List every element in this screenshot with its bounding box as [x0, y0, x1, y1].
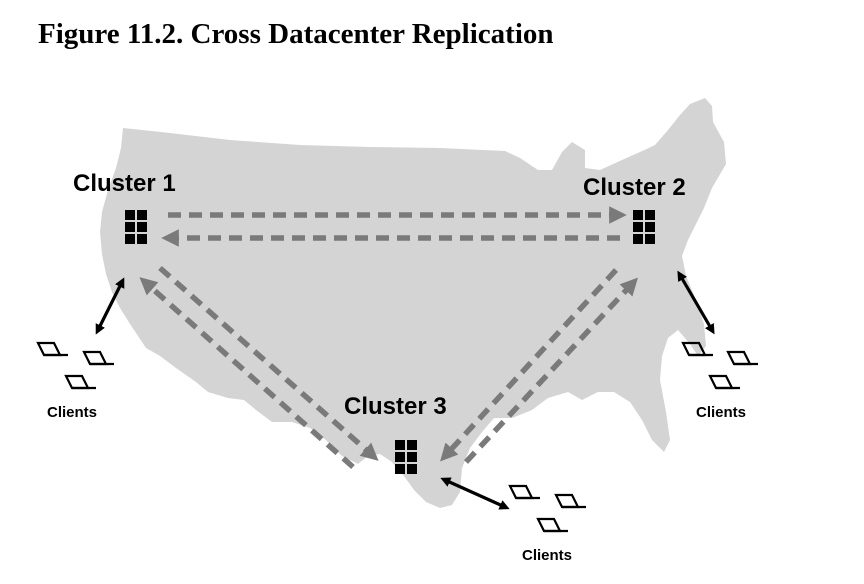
client-arrow-cluster-2 — [677, 270, 715, 335]
client-arrow-cluster-1 — [95, 277, 125, 335]
clients-label: Clients — [696, 404, 746, 421]
figure-title: Figure 11.2. Cross Datacenter Replicatio… — [38, 18, 554, 50]
replication-arrow-3-to-1 — [139, 277, 355, 470]
client-terminal-icon — [554, 493, 588, 509]
cluster-1: Cluster 1 — [73, 170, 176, 244]
cluster-2: Cluster 2 — [583, 174, 686, 244]
client-terminal-icon — [508, 484, 542, 500]
clients-label: Clients — [522, 547, 572, 564]
client-terminal-icon — [36, 341, 70, 357]
cluster-3: Cluster 3 — [344, 393, 447, 474]
cluster-1-label: Cluster 1 — [73, 170, 176, 197]
client-terminal-icon — [536, 517, 570, 533]
clients-label: Clients — [47, 404, 97, 421]
client-terminal-icon — [726, 350, 760, 366]
replication-arrow-1-to-3 — [158, 265, 379, 461]
client-terminal-icon — [64, 374, 98, 390]
cluster-3-label: Cluster 3 — [344, 393, 447, 420]
client-group-1: Clients — [36, 341, 116, 421]
client-arrow-cluster-3 — [440, 477, 510, 510]
client-group-3: Clients — [508, 484, 588, 564]
client-group-2: Clients — [681, 341, 760, 421]
cluster-2-label: Cluster 2 — [583, 174, 686, 201]
us-map — [100, 98, 726, 508]
client-terminal-icon — [82, 350, 116, 366]
client-terminal-icon — [708, 374, 742, 390]
